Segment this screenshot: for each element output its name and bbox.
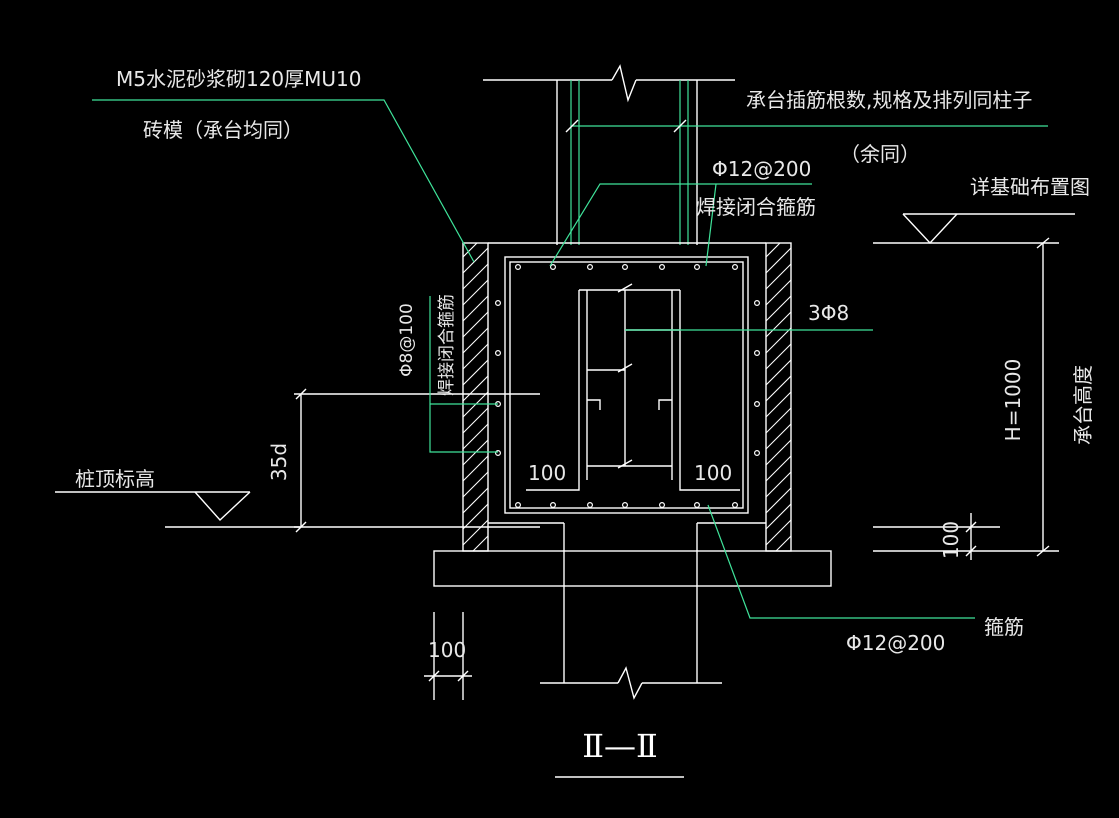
rebar-dot	[693, 264, 700, 271]
height-name-label: 承台高度	[1071, 365, 1095, 445]
hatch-line	[765, 471, 792, 498]
rebar-dot	[514, 264, 521, 271]
closed-stirrup-name: 焊接闭合箍筋	[696, 195, 816, 219]
hatch-line	[462, 263, 489, 290]
hatch-line	[462, 327, 489, 354]
hatch-line	[765, 327, 792, 354]
rebar-cage	[495, 256, 760, 514]
hatch-line	[765, 375, 792, 402]
hatch-line	[765, 279, 792, 306]
hatch-line	[462, 423, 489, 450]
hatch-line	[462, 295, 489, 322]
rebar-dot	[753, 450, 760, 457]
dim-height	[873, 237, 1059, 557]
stirrup-spec-label: Φ12@200	[846, 631, 945, 655]
side-stirrup-leader	[429, 296, 498, 453]
hatch-line	[472, 535, 489, 552]
hatch-line	[462, 343, 489, 370]
hatch-line	[462, 519, 489, 546]
hatch-line	[765, 242, 781, 258]
rebar-dot	[549, 264, 556, 271]
rebar-dot	[621, 264, 628, 271]
pile-cap	[433, 242, 832, 587]
side-stirrup-spec: Φ8@100	[397, 303, 417, 377]
hatch-line	[765, 455, 792, 482]
rebar-dot	[495, 300, 502, 307]
dim-35d	[294, 388, 540, 533]
rebar-dot	[753, 350, 760, 357]
hook-left-label: 100	[528, 461, 566, 485]
hatch-line	[765, 359, 792, 386]
hatch-line	[765, 423, 792, 450]
hatch-line	[462, 311, 489, 338]
hatch-line	[765, 439, 792, 466]
section-title: Ⅱ—Ⅱ	[582, 727, 658, 765]
stirrup-name-label: 箍筋	[984, 615, 1024, 639]
closed-stirrup-spec: Φ12@200	[712, 157, 811, 181]
rebar-dot	[731, 502, 738, 509]
base-dim-label: 100	[428, 638, 466, 662]
hatch-line	[462, 247, 489, 274]
rebar-dot	[495, 350, 502, 357]
foundation-elevation	[873, 213, 1075, 245]
hatch-line	[765, 343, 792, 370]
hatch-line	[462, 242, 478, 258]
closed-stirrup-leader	[549, 183, 812, 267]
rebar-dot	[549, 502, 556, 509]
hatch-line	[462, 279, 489, 306]
rebar-dot	[495, 450, 502, 457]
pile-below	[540, 523, 722, 700]
dowel-note-2-label: （余同）	[840, 142, 920, 166]
hatch-line	[765, 247, 792, 274]
rebar-dot	[514, 502, 521, 509]
hatch-line	[765, 263, 792, 290]
hatch-line	[462, 503, 489, 530]
dowel-note-label: 承台插筋根数,规格及排列同柱子	[746, 88, 1032, 112]
hatch-line	[462, 359, 489, 386]
rebar-dot	[586, 502, 593, 509]
hatch-line	[765, 519, 792, 546]
foundation-ref-label: 详基础布置图	[970, 175, 1090, 199]
rebar-dot	[693, 502, 700, 509]
height-dim-label: H=1000	[1001, 359, 1025, 442]
hatch-line	[765, 407, 792, 434]
hatch-line	[765, 295, 792, 322]
mortar-label-2: 砖模（承台均同）	[143, 118, 303, 142]
side-bars-label: 3Φ8	[808, 301, 849, 325]
rebar-dot	[753, 300, 760, 307]
rebar-dot	[621, 502, 628, 509]
hatch-line	[462, 407, 489, 434]
stirrup-leader	[707, 504, 975, 619]
hook-right-label: 100	[694, 461, 732, 485]
mortar-label: M5水泥砂浆砌120厚MU10	[116, 67, 362, 91]
pile-top-elevation	[55, 491, 300, 528]
pile-top-label: 桩顶标高	[75, 467, 155, 491]
rebar-dot	[658, 502, 665, 509]
rebar-dot	[658, 264, 665, 271]
hatch-line	[775, 535, 792, 552]
column-above	[483, 64, 735, 245]
hatch-line	[765, 503, 792, 530]
mortar-leader	[92, 99, 475, 263]
dim-base	[424, 612, 472, 700]
anchor-length-label: 35d	[267, 443, 291, 481]
hatch-line	[765, 391, 792, 418]
hatch-line	[462, 471, 489, 498]
hatch-line	[462, 487, 489, 514]
hatch-line	[765, 487, 792, 514]
rebar-dot	[586, 264, 593, 271]
side-stirrup-name: 焊接闭合箍筋	[437, 294, 457, 396]
hatch-line	[765, 311, 792, 338]
rebar-dot	[731, 264, 738, 271]
hatch-line	[462, 455, 489, 482]
dim-cover	[873, 513, 1000, 560]
cover-dim-label: 100	[939, 521, 963, 559]
hatch-line	[462, 375, 489, 402]
rebar-dot	[753, 401, 760, 408]
